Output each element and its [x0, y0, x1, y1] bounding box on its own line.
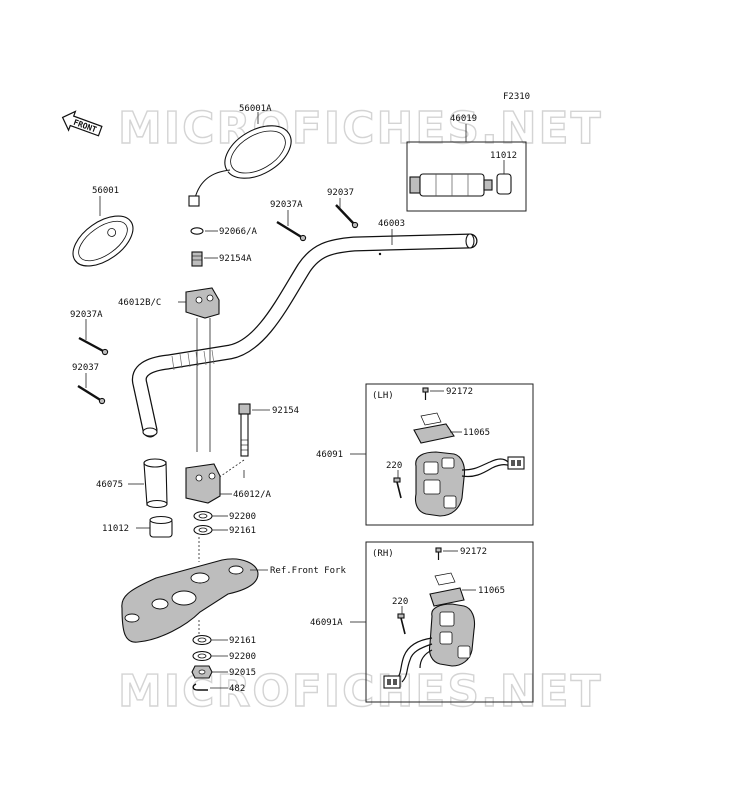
label-ref-front-fork: Ref.Front Fork	[270, 566, 346, 576]
mirror-56001A-icon	[188, 125, 292, 207]
label-11065-rh: 11065	[478, 586, 505, 596]
label-92037-top: 92037	[327, 188, 354, 198]
label-92161-bottom: 92161	[229, 636, 256, 646]
label-220-rh: 220	[392, 597, 408, 607]
handlebar-46003-icon	[131, 233, 478, 438]
pin-482-icon	[192, 683, 208, 691]
label-92161-top: 92161	[229, 526, 256, 536]
bolt-92154A-icon	[191, 251, 203, 267]
washer-92200-top-icon	[193, 510, 213, 522]
label-92015: 92015	[229, 668, 256, 678]
bolt-92037-left-icon	[77, 384, 106, 405]
plate-11065-rh-icon	[429, 572, 465, 607]
label-56001A: 56001A	[239, 104, 272, 114]
front-arrow-icon: FRONT	[61, 110, 103, 137]
label-482: 482	[229, 684, 245, 694]
grip-end-11012-icon	[496, 173, 512, 195]
grip-46075-icon	[143, 458, 168, 509]
switch-housing-rh-icon	[383, 603, 476, 689]
riser-46012A-icon	[185, 463, 221, 504]
label-92037A-top: 92037A	[270, 200, 303, 210]
bolt-92154-icon	[238, 403, 251, 457]
label-46075: 46075	[96, 480, 123, 490]
mirror-56001-icon	[72, 215, 134, 267]
label-92154: 92154	[272, 406, 299, 416]
rh-group-label: (RH)	[372, 549, 394, 559]
label-92172-rh: 92172	[460, 547, 487, 557]
watermark-top: MICROFICHES.NET	[118, 103, 603, 154]
figure-code: F2310	[503, 92, 530, 102]
label-92200-top: 92200	[229, 512, 256, 522]
label-11012-left: 11012	[102, 524, 129, 534]
label-92037A-left: 92037A	[70, 310, 103, 320]
throttle-grip-icon	[409, 173, 493, 197]
label-220-lh: 220	[386, 461, 402, 471]
bolt-92037A-icon	[276, 220, 307, 242]
triple-clamp-icon	[121, 558, 259, 643]
label-56001: 56001	[92, 186, 119, 196]
grip-end-11012-left-icon	[149, 515, 173, 538]
label-92172-lh: 92172	[446, 387, 473, 397]
label-46091A: 46091A	[310, 618, 343, 628]
bolt-92037-icon	[335, 204, 359, 229]
label-92037-left: 92037	[72, 363, 99, 373]
watermark-bottom: MICROFICHES.NET	[118, 666, 603, 717]
label-92200-bottom: 92200	[229, 652, 256, 662]
lh-switch-box	[365, 383, 534, 526]
label-11065-lh: 11065	[463, 428, 490, 438]
switch-housing-lh-icon	[414, 451, 525, 517]
label-46091: 46091	[316, 450, 343, 460]
screw-92172-rh-icon	[435, 547, 442, 560]
label-46012BC: 46012B/C	[118, 298, 161, 308]
bolt-92037A-left-icon	[78, 336, 109, 356]
label-46003: 46003	[378, 219, 405, 229]
washer-92200-bottom-icon	[192, 650, 212, 662]
screw-220-rh-icon	[397, 613, 406, 635]
nut-92015-icon	[191, 665, 213, 679]
lh-group-label: (LH)	[372, 391, 394, 401]
screw-220-lh-icon	[393, 477, 402, 499]
label-46012A: 46012/A	[233, 490, 272, 500]
label-92154A: 92154A	[219, 254, 252, 264]
cap-92066A-icon	[190, 227, 204, 235]
washer-92161-top-icon	[193, 524, 213, 536]
clamp-upper-46012BC-icon	[185, 287, 220, 319]
washer-92161-bottom-icon	[192, 634, 212, 646]
plate-11065-lh-icon	[413, 412, 455, 444]
screw-92172-lh-icon	[422, 387, 429, 400]
grip-assembly-box	[406, 141, 527, 212]
label-92066A: 92066/A	[219, 227, 258, 237]
label-11012-top: 11012	[490, 151, 517, 161]
label-46019: 46019	[450, 114, 477, 124]
